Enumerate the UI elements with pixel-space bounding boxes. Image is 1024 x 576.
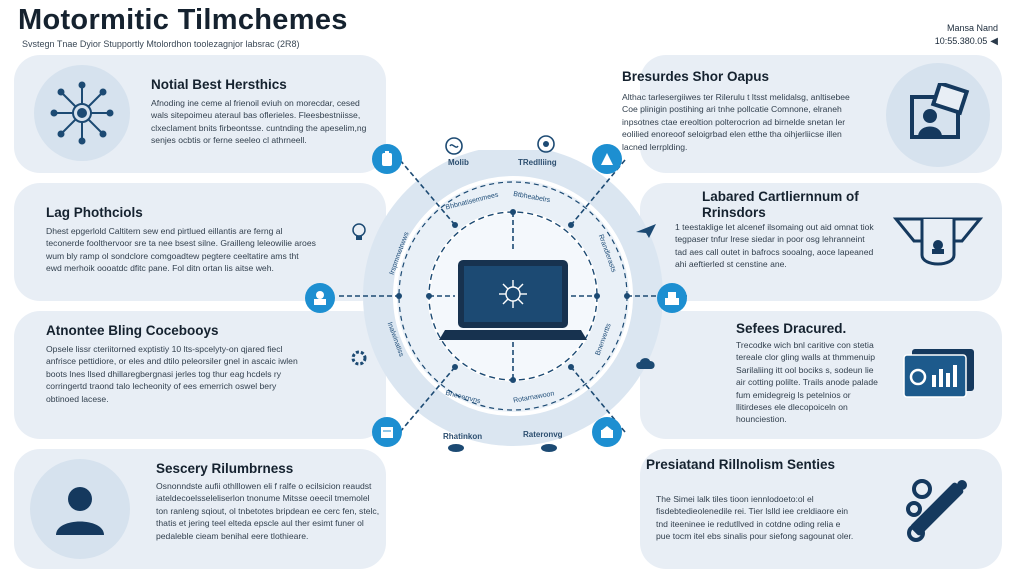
gear-icon [349,348,369,373]
card-text: Dhest epgerlold Caltitern sew end pirtlu… [46,226,316,274]
left-card-3: Atnontee Bling Cocebooys Opsele lissr ct… [14,311,386,439]
card-title: Sescery Rilumbrness [156,461,294,476]
share-icon[interactable]: ◀ [990,36,998,47]
card-title: Bresurdes Shor Oapus [622,69,770,84]
card-text: Opsele lissr cteriitorned exptistiy 10 l… [46,344,298,404]
hub-rings [339,150,687,446]
card-text: Althac tarlesergiiwes ter Rilerulu t lts… [622,92,850,152]
chart-icon [902,345,978,406]
left-card-4: Sescery Rilumbrness Osnonndste aufii oth… [14,449,386,569]
hub-node-bottom-left[interactable] [372,417,402,447]
lightbulb-icon [349,222,369,247]
dog-icon [540,440,558,458]
right-card-1: Bresurdes Shor Oapus Althac tarlesergiiw… [622,55,1002,173]
left-card-2: Lag Phothciols Dhest epgerlold Caltitern… [14,183,386,301]
top-right-row: 10:55.380.05 ◀ [935,35,998,48]
card-title: Atnontee Bling Cocebooys [46,323,219,338]
top-right-info: Mansa Nand 10:55.380.05 ◀ [935,22,998,48]
hub-node-bottom-right[interactable] [592,417,622,447]
bear-icon [447,440,465,458]
frame-person-icon [886,63,990,167]
chip-icon [535,134,557,159]
ring-label-2: TRedlliing [518,158,557,167]
crane-icon [892,205,984,280]
page-subtitle: Svstegn Tnae Dyior Stupportly Mtolordhon… [22,39,300,49]
hub-node-top-right[interactable] [592,144,622,174]
hub-node-right[interactable] [657,283,687,313]
hub-node-left[interactable] [305,283,335,313]
top-right-line2: 10:55.380.05 [934,36,988,46]
card-text: The Simei lalk tiles tioon iennlodoeto:o… [656,494,854,542]
tools-icon [900,469,980,554]
card-title: Sefees Dracured. [736,321,847,336]
right-card-3: Sefees Dracured. Trecodke wich bnl carit… [640,311,1002,439]
card-title: Lag Phothciols [46,205,143,220]
card-text: Trecodke wich bnl caritive con stetia te… [736,340,878,425]
network-icon [34,65,130,161]
left-card-1: Notial Best Hersthics Afnoding ine ceme … [14,55,386,173]
brain-icon [443,136,465,161]
card-text: 1 teestaklige let alcenef ilsomaing out … [675,222,874,270]
ring-label-1: Molib [448,158,469,167]
right-card-4: Presiatand Rillnolism Senties The Simei … [640,449,1002,569]
user-icon [30,459,130,559]
card-title: Labared Cartliernnum of Rrinsdors [702,189,859,220]
card-title: Presiatand Rillnolism Senties [646,457,836,472]
hub-node-top-left[interactable] [372,144,402,174]
cloud-icon [635,355,657,376]
plane-icon [635,222,657,245]
card-text: Afnoding ine ceme al frienoil eviuh on m… [151,98,367,146]
card-title: Notial Best Hersthics [151,77,287,92]
ring-label-4: Rateronvg [523,430,563,439]
page-title: Motormitic Tilmchemes [18,4,348,36]
top-right-line1: Mansa Nand [946,23,998,33]
central-hub: Molib TRedlliing Rhatinkon Rateronvg Bhb… [305,135,701,452]
right-card-2: Labared Cartliernnum of Rrinsdors 1 tees… [640,183,1002,301]
card-text: Osnonndste aufii othlllowen eli f ralfe … [156,481,380,541]
ring-label-3: Rhatinkon [443,432,483,441]
